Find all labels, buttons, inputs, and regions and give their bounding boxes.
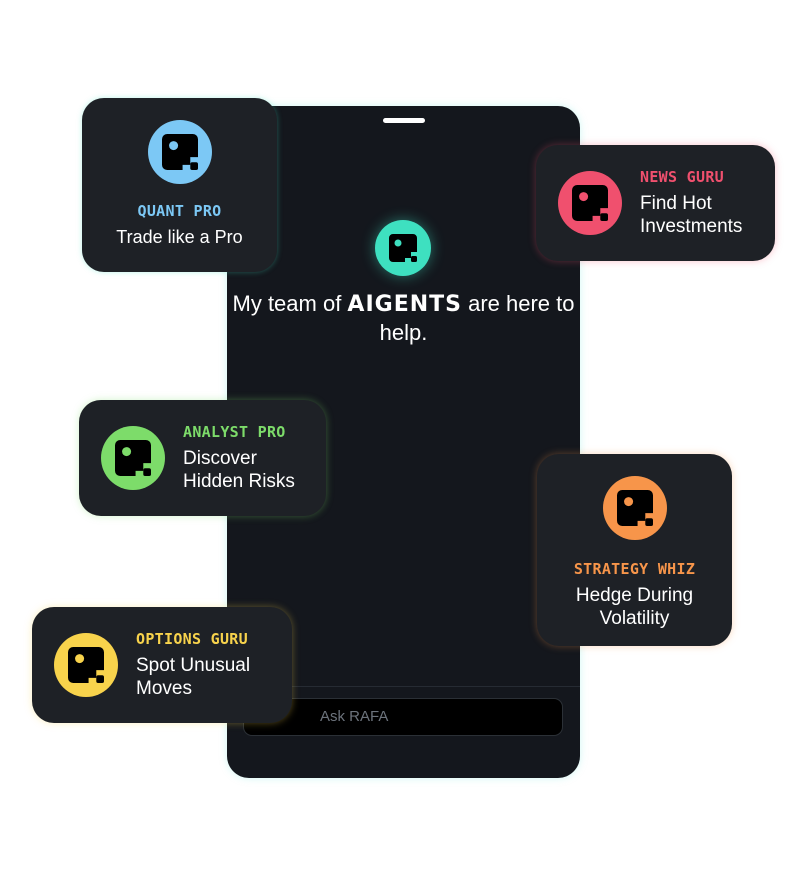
agent-card-options-guru[interactable]: OPTIONS GURU Spot Unusual Moves bbox=[32, 607, 292, 723]
logo-icon bbox=[616, 490, 653, 526]
logo-icon bbox=[68, 647, 104, 683]
agent-name: QUANT PRO bbox=[137, 202, 222, 220]
agent-desc: Trade like a Pro bbox=[116, 227, 243, 247]
logo-icon bbox=[572, 185, 608, 221]
strategy-whiz-logo bbox=[602, 476, 667, 540]
headline-brand: AIGENTS bbox=[347, 292, 462, 317]
agent-card-analyst-pro[interactable]: ANALYST PRO Discover Hidden Risks bbox=[79, 400, 326, 516]
agent-card-news-guru[interactable]: NEWS GURU Find Hot Investments bbox=[536, 145, 775, 261]
agent-name: ANALYST PRO bbox=[183, 423, 286, 441]
divider bbox=[227, 686, 580, 687]
drag-handle[interactable] bbox=[383, 118, 425, 123]
agent-card-quant-pro[interactable]: QUANT PRO Trade like a Pro bbox=[82, 98, 277, 272]
agent-desc: Spot Unusual Moves bbox=[136, 655, 251, 699]
news-guru-logo bbox=[558, 171, 622, 235]
quant-pro-logo bbox=[147, 120, 212, 184]
agent-name: NEWS GURU bbox=[640, 168, 724, 186]
logo-icon bbox=[389, 234, 417, 262]
headline-prefix: My team of bbox=[232, 291, 348, 316]
agent-desc: Find Hot Investments bbox=[640, 193, 743, 237]
agent-name: OPTIONS GURU bbox=[136, 630, 248, 648]
logo-icon bbox=[115, 440, 151, 476]
headline-suffix: are here to help. bbox=[379, 291, 575, 345]
agent-desc: Hedge During Volatility bbox=[575, 585, 694, 629]
rafa-logo bbox=[375, 220, 431, 276]
options-guru-logo bbox=[54, 633, 118, 697]
agent-desc: Discover Hidden Risks bbox=[183, 448, 295, 492]
agent-name: STRATEGY WHIZ bbox=[573, 560, 696, 578]
logo-icon bbox=[161, 134, 198, 170]
headline: My team of AIGENTS are here to help. bbox=[227, 290, 580, 347]
agent-card-strategy-whiz[interactable]: STRATEGY WHIZ Hedge During Volatility bbox=[537, 454, 732, 646]
analyst-pro-logo bbox=[101, 426, 165, 490]
